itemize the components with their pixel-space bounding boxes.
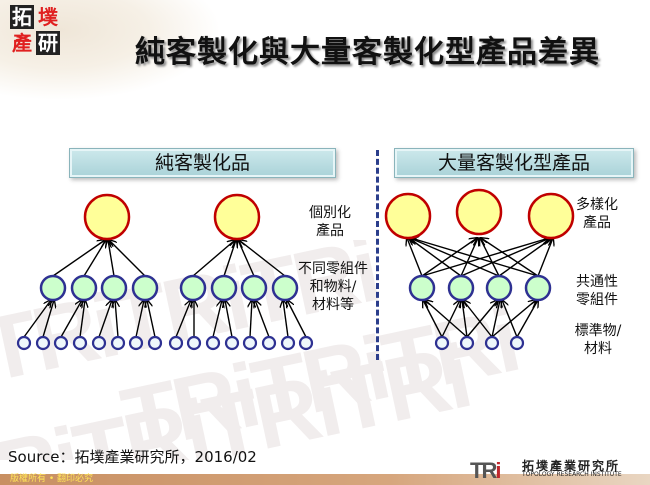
label-line: 共通性 — [576, 274, 618, 290]
source-citation: Source：拓墣產業研究所，2016/02 — [8, 448, 257, 466]
right-component-label: 共通性 零組件 — [572, 273, 622, 309]
label-line: 多樣化 — [576, 197, 618, 213]
left-product-label: 個別化 產品 — [305, 204, 355, 240]
logo-char: 產 — [12, 31, 32, 55]
label-line: 產品 — [583, 215, 611, 231]
footer-bar — [0, 474, 650, 485]
page-title: 純客製化與大量客製化型產品差異 — [135, 35, 600, 70]
logo-char: 墣 — [38, 5, 58, 29]
left-material-nodes — [16, 335, 314, 351]
tri-mark: TRi — [470, 458, 502, 484]
logo-char: 拓 — [10, 5, 34, 29]
label-line: 零組件 — [576, 292, 618, 308]
right-component-arrows — [407, 238, 553, 277]
right-material-label: 標準物/ 材料 — [568, 322, 628, 358]
right-product-label: 多樣化 產品 — [572, 196, 622, 232]
label-line: 和物料/ — [309, 279, 357, 295]
panel-divider — [376, 150, 379, 360]
right-material-arrows — [423, 300, 538, 338]
label-line: 產品 — [316, 223, 344, 239]
left-material-arrows — [23, 300, 307, 338]
company-logo: 拓 墣 產 研 — [10, 5, 62, 55]
label-line: 材料等 — [312, 297, 354, 313]
left-component-label: 不同零組件 和物料/ 材料等 — [293, 260, 373, 314]
left-product-nodes — [83, 193, 261, 241]
label-line: 不同零組件 — [298, 261, 368, 277]
left-component-nodes — [39, 274, 299, 302]
right-material-nodes — [434, 335, 525, 351]
left-panel-heading: 純客製化品 — [69, 148, 336, 178]
label-line: 材料 — [584, 341, 612, 357]
tri-mark-text: TR — [470, 458, 497, 483]
header-background-map — [0, 0, 650, 110]
logo-char: 研 — [36, 31, 60, 55]
label-line: 標準物/ — [574, 323, 622, 339]
tri-mark-i: i — [495, 458, 501, 483]
label-line: 個別化 — [309, 205, 351, 221]
copyright-notice: 版權所有 • 翻印必究 — [10, 474, 94, 484]
right-component-nodes — [408, 274, 552, 302]
org-name-zh: 拓墣產業研究所 — [522, 459, 621, 473]
right-panel-heading: 大量客製化型產品 — [394, 148, 634, 178]
right-product-nodes — [384, 188, 575, 240]
org-name-en: TOPOLOGY RESEARCH INSTITUTE — [522, 471, 622, 478]
left-component-arrows — [52, 240, 286, 277]
